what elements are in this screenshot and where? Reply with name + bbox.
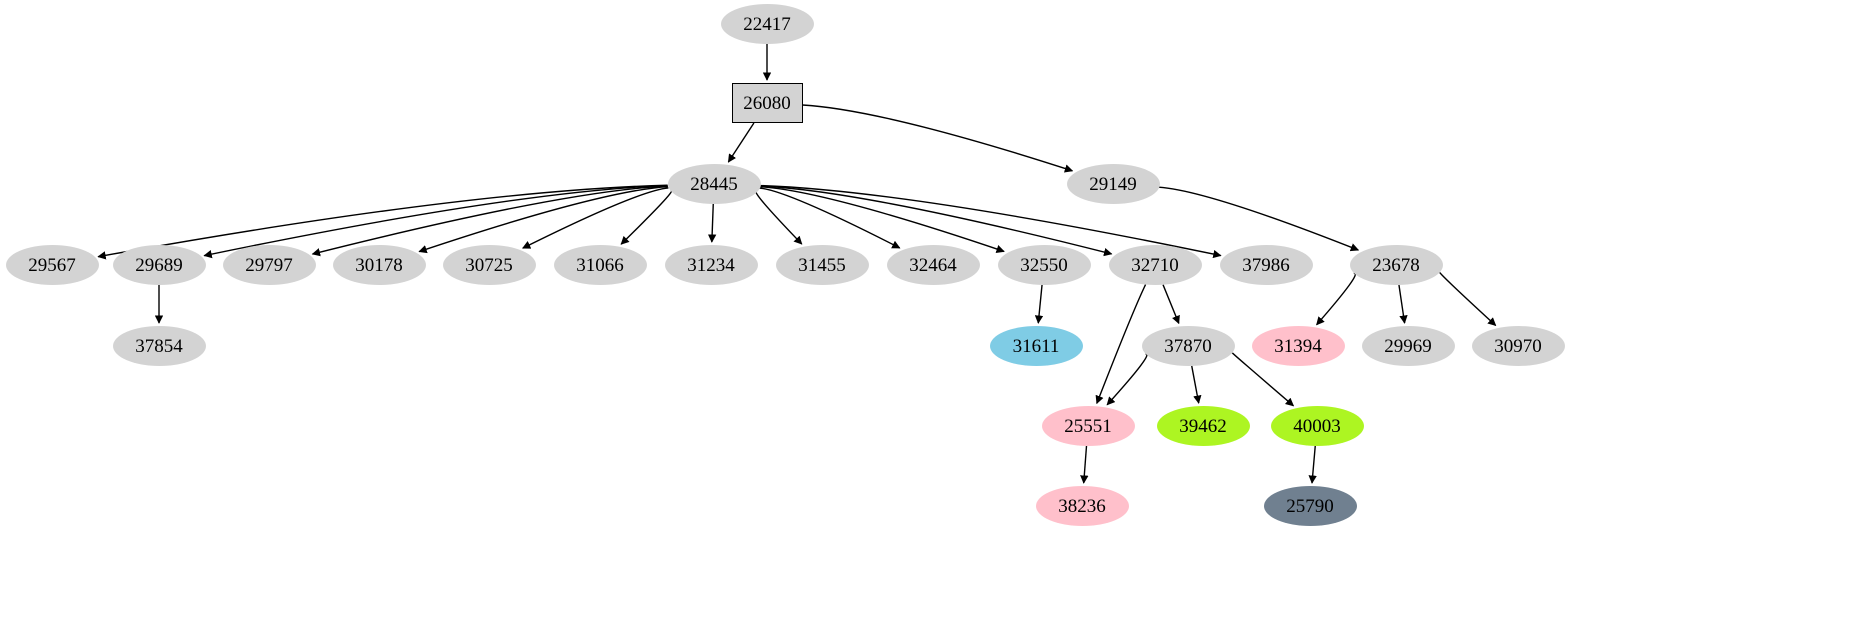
graph-node-label: 29797 (245, 254, 293, 276)
graph-node-31611[interactable]: 31611 (989, 326, 1083, 366)
graph-node-label: 37854 (135, 335, 183, 357)
graph-node-31455[interactable]: 31455 (775, 245, 869, 285)
graph-edge-32710-to-37870 (1162, 284, 1180, 325)
graph-node-31234[interactable]: 31234 (664, 245, 758, 285)
graph-node-label: 23678 (1372, 254, 1420, 276)
graph-edge-26080-to-28445 (727, 122, 755, 163)
graph-node-29969[interactable]: 29969 (1361, 326, 1455, 366)
graph-edge-37870-to-39462 (1191, 365, 1202, 404)
graph-node-28445[interactable]: 28445 (667, 164, 761, 204)
graph-edge-23678-to-31394 (1316, 272, 1356, 326)
graph-edge-28445-to-32550 (760, 186, 1005, 253)
graph-node-label: 30970 (1494, 335, 1542, 357)
graph-node-25551[interactable]: 25551 (1041, 406, 1135, 446)
graph-edge-28445-to-29797 (311, 185, 668, 257)
graph-node-label: 26080 (743, 92, 791, 114)
graph-node-label: 32710 (1131, 254, 1179, 276)
graph-node-label: 29689 (135, 254, 183, 276)
graph-node-label: 31455 (798, 254, 846, 276)
graph-node-label: 39462 (1179, 415, 1227, 437)
graph-node-label: 38236 (1058, 495, 1106, 517)
graph-node-label: 25790 (1286, 495, 1334, 517)
graph-node-30970[interactable]: 30970 (1471, 326, 1565, 366)
graph-node-label: 30725 (465, 254, 513, 276)
graph-node-26080[interactable]: 26080 (731, 83, 803, 123)
graph-edge-23678-to-29969 (1398, 284, 1408, 324)
graph-edge-40003-to-25790 (1308, 445, 1317, 484)
graph-edge-29149-to-23678 (1158, 186, 1360, 252)
graph-edge-28445-to-31234 (707, 203, 717, 243)
graph-node-29567[interactable]: 29567 (5, 245, 99, 285)
graph-edge-28445-to-31066 (620, 190, 672, 245)
graph-node-37986[interactable]: 37986 (1219, 245, 1313, 285)
graph-node-label: 22417 (743, 13, 791, 35)
graph-node-label: 40003 (1293, 415, 1341, 437)
graph-node-32710[interactable]: 32710 (1108, 245, 1202, 285)
graph-node-label: 31611 (1012, 335, 1060, 357)
graph-node-label: 28445 (690, 173, 738, 195)
graph-node-label: 29969 (1384, 335, 1432, 357)
graph-node-37854[interactable]: 37854 (112, 326, 206, 366)
graph-node-label: 31066 (576, 254, 624, 276)
graph-node-label: 31234 (687, 254, 735, 276)
graph-node-37870[interactable]: 37870 (1141, 326, 1235, 366)
graph-node-38236[interactable]: 38236 (1035, 486, 1129, 526)
graph-node-32464[interactable]: 32464 (886, 245, 980, 285)
graph-node-label: 37986 (1242, 254, 1290, 276)
graph-node-label: 32464 (909, 254, 957, 276)
graph-edge-37870-to-25551 (1106, 353, 1148, 406)
graph-node-30725[interactable]: 30725 (442, 245, 536, 285)
graph-edge-32550-to-31611 (1034, 284, 1044, 324)
graph-edge-28445-to-32710 (760, 185, 1113, 257)
graph-edge-23678-to-30970 (1438, 271, 1497, 327)
graph-node-22417[interactable]: 22417 (720, 4, 814, 44)
graph-edge-32710-to-25551 (1095, 284, 1147, 405)
graph-node-40003[interactable]: 40003 (1270, 406, 1364, 446)
graph-edge-28445-to-30725 (522, 187, 669, 249)
graph-node-32550[interactable]: 32550 (997, 245, 1091, 285)
graph-node-label: 25551 (1064, 415, 1112, 437)
graph-node-29797[interactable]: 29797 (222, 245, 316, 285)
graph-edge-26080-to-29149 (802, 104, 1074, 173)
graph-node-29149[interactable]: 29149 (1066, 164, 1160, 204)
graph-node-23678[interactable]: 23678 (1349, 245, 1443, 285)
graph-edge-28445-to-30178 (418, 185, 668, 254)
graph-node-29689[interactable]: 29689 (112, 245, 206, 285)
graph-node-label: 30178 (355, 254, 403, 276)
graph-edge-28445-to-32464 (759, 187, 901, 249)
graph-node-label: 29149 (1089, 173, 1137, 195)
graph-node-31394[interactable]: 31394 (1251, 326, 1345, 366)
graph-node-25790[interactable]: 25790 (1263, 486, 1357, 526)
graph-node-30178[interactable]: 30178 (332, 245, 426, 285)
graph-node-label: 37870 (1164, 335, 1212, 357)
graph-node-39462[interactable]: 39462 (1156, 406, 1250, 446)
graph-edge-25551-to-38236 (1080, 445, 1089, 484)
graph-node-label: 31394 (1274, 335, 1322, 357)
graph-edge-28445-to-31455 (755, 191, 803, 245)
graph-node-label: 29567 (28, 254, 76, 276)
graph-node-31066[interactable]: 31066 (553, 245, 647, 285)
graph-node-label: 32550 (1020, 254, 1068, 276)
